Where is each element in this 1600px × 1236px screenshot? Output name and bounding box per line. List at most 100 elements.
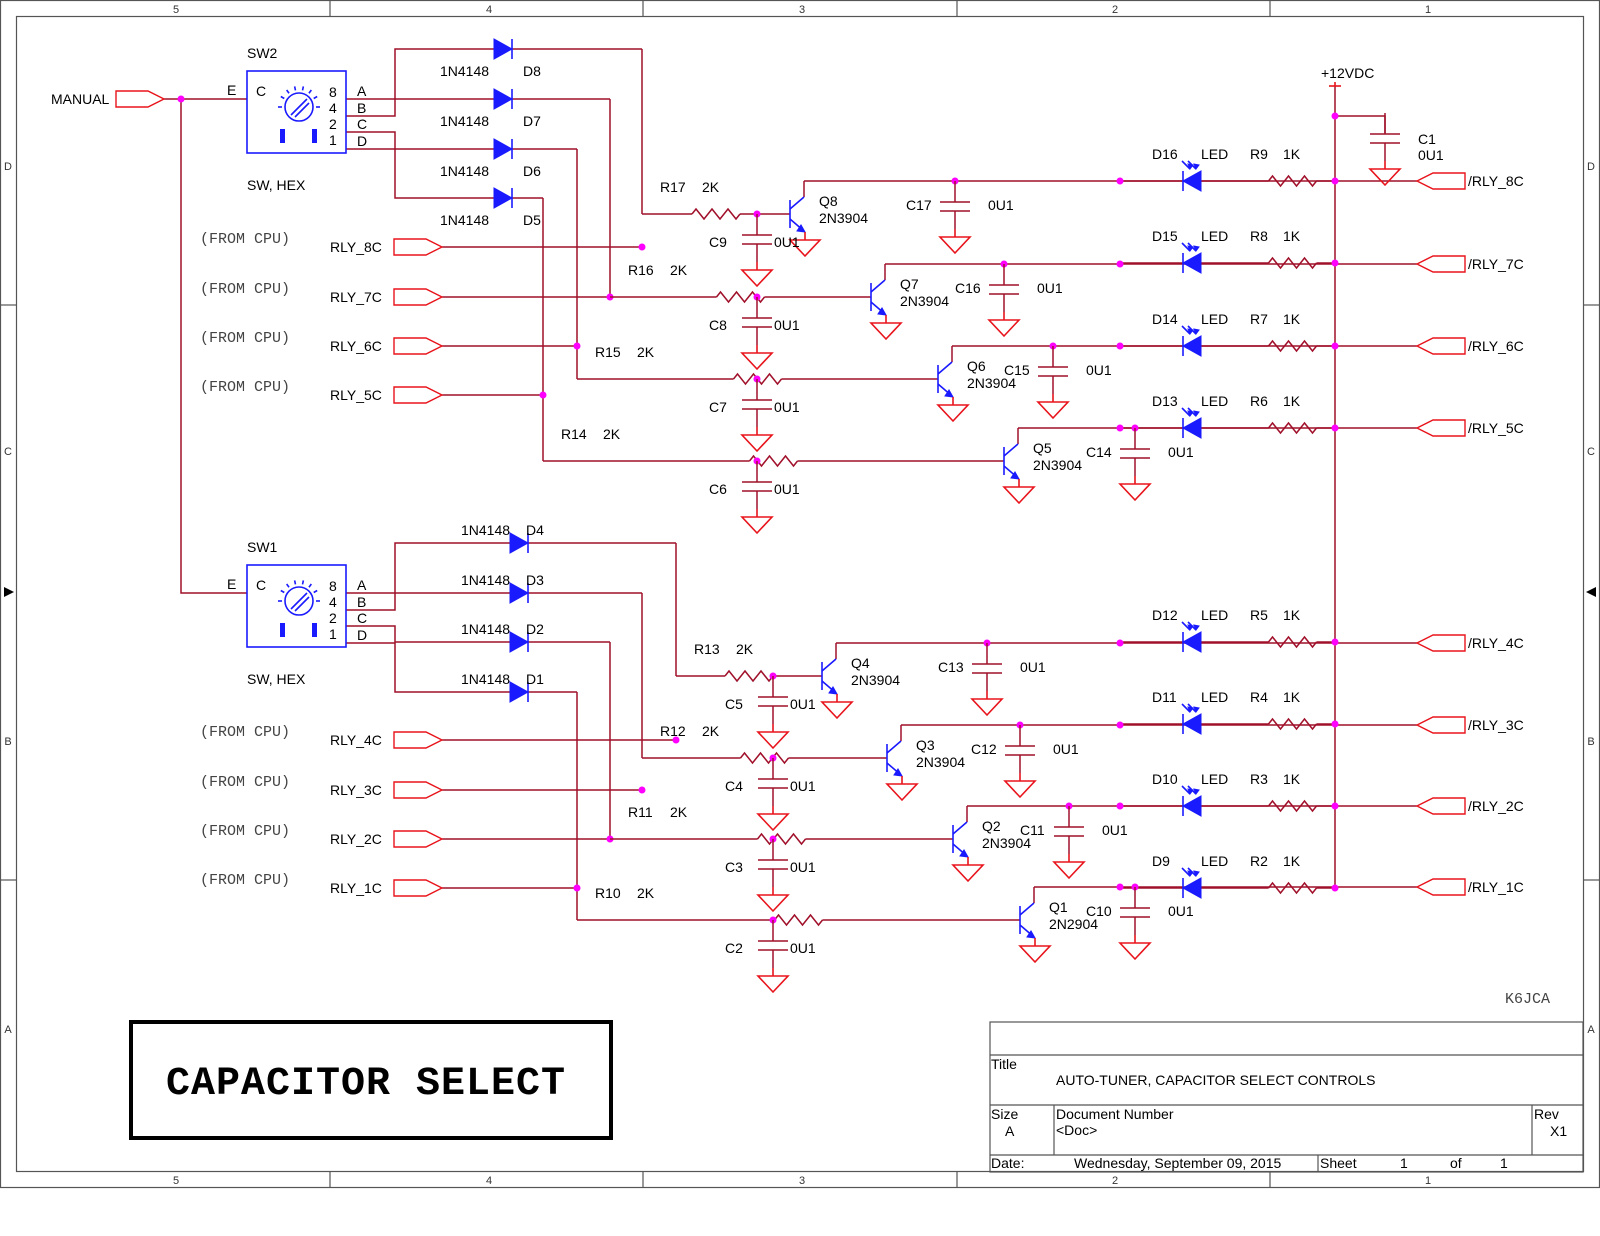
zone-label: B [4,736,11,748]
switch-pin-label: C [357,116,367,132]
switch-ref: SW2 [247,45,278,61]
frame-ticks [0,0,1600,1188]
input-label-rly_2c: RLY_2C [330,831,382,847]
ground-symbol [936,397,970,423]
capacitor-value: 0U1 [1102,822,1128,838]
ground-symbol [1002,479,1036,505]
c1-wire [1335,115,1386,133]
transistor-ref: Q5 [1033,440,1052,456]
from-cpu-label: (FROM CPU) [200,379,290,396]
led-ref: D13 [1152,393,1178,409]
diode-d1 [509,681,530,703]
resistor-ref: R2 [1250,853,1268,869]
junction-dot [573,884,581,892]
transistor-q7 [870,279,887,316]
diode-d2 [509,631,530,653]
from-cpu-label: (FROM CPU) [200,281,290,298]
switch-to-diode [346,592,510,611]
wires [164,48,1417,920]
of-label: of [1450,1155,1462,1171]
led-value: LED [1201,607,1228,623]
junction-dot [1116,260,1124,268]
resistor-r8 [1250,256,1335,270]
diode-d8 [493,38,514,60]
capacitor-value: 0U1 [790,696,816,712]
rev-value: X1 [1550,1123,1567,1139]
resistor-value: 2K [736,641,754,657]
transistor-ref: Q8 [819,193,838,209]
input-label-rly_6c: RLY_6C [330,338,382,354]
output-label-/rly_2c: /RLY_2C [1468,798,1524,814]
capacitor-c9 [742,214,772,262]
date-label: Date: [991,1155,1024,1171]
zone-label: D [4,161,12,173]
led-value: LED [1201,311,1228,327]
capacitor-ref: C15 [1004,362,1030,378]
zone-label: C [1587,446,1595,458]
resistor-value: 1K [1283,771,1301,787]
resistor-ref: R7 [1250,311,1268,327]
parts [115,38,1466,994]
junction-dot [1116,802,1124,810]
switch-pin-label: B [357,100,366,116]
switch-weight: 2 [329,116,337,132]
zone-label: C [4,446,12,458]
transistor-q3 [886,740,903,777]
junction-dot [1116,177,1124,185]
input-port-rly_6c [393,337,444,355]
switch-weight: 4 [329,100,337,116]
resistor-value: 2K [702,179,720,195]
junction-dot [1331,638,1339,646]
capacitor-c2 [758,920,788,968]
output-port-/rly_3c [1415,716,1466,734]
capacitor-c6 [742,461,772,509]
capacitor-value: 0U1 [1037,280,1063,296]
banner: CAPACITOR SELECT [129,1020,613,1140]
capacitor-value: 0U1 [774,399,800,415]
junction-dot [177,95,185,103]
output-label-/rly_3c: /RLY_3C [1468,717,1524,733]
resistor-value: 2K [637,885,655,901]
transistor-part: 2N3904 [819,210,868,226]
zone-label: 4 [486,4,492,16]
junction-dot [1116,639,1124,647]
resistor-value: 2K [702,723,720,739]
transistor-ref: Q7 [900,276,919,292]
capacitor-value: 0U1 [774,481,800,497]
transistor-part: 2N3904 [1033,457,1082,473]
diode-ref: D2 [526,621,544,637]
center-arrow [1586,587,1596,597]
junction-dot [1331,424,1339,432]
zone-label: A [4,1024,12,1036]
ground-symbol [740,427,774,453]
diode-part: 1N4148 [440,113,489,129]
transistor-q2 [952,821,969,858]
size-value: A [1005,1123,1015,1139]
diode-part: 1N4148 [440,63,489,79]
input-port-rly_5c [393,386,444,404]
transistor-part: 2N3904 [900,293,949,309]
junction-dot [1116,424,1124,432]
from-cpu-label: (FROM CPU) [200,774,290,791]
diode-part: 1N4148 [461,572,510,588]
resistor-r4 [1250,717,1335,731]
capacitor-value: 0U1 [774,234,800,250]
zone-label: 2 [1112,4,1118,16]
resistor-r17 [642,207,790,221]
output-port-/rly_2c [1415,797,1466,815]
switch-common: E [227,576,236,592]
inner-border [15,15,1585,1173]
diode-d6 [493,138,514,160]
capacitor-ref: C7 [709,399,727,415]
capacitor-c15 [1038,346,1068,394]
resistor-ref: R16 [628,262,654,278]
capacitor-value: 0U1 [1168,444,1194,460]
zone-label: A [1587,1024,1595,1036]
led-ref: D10 [1152,771,1178,787]
capacitor-c14 [1120,428,1150,476]
capacitor-c4 [758,758,788,806]
input-port-rly_2c [393,830,444,848]
resistor-value: 2K [670,262,688,278]
capacitor-value: 0U1 [790,940,816,956]
resistor-ref: R6 [1250,393,1268,409]
